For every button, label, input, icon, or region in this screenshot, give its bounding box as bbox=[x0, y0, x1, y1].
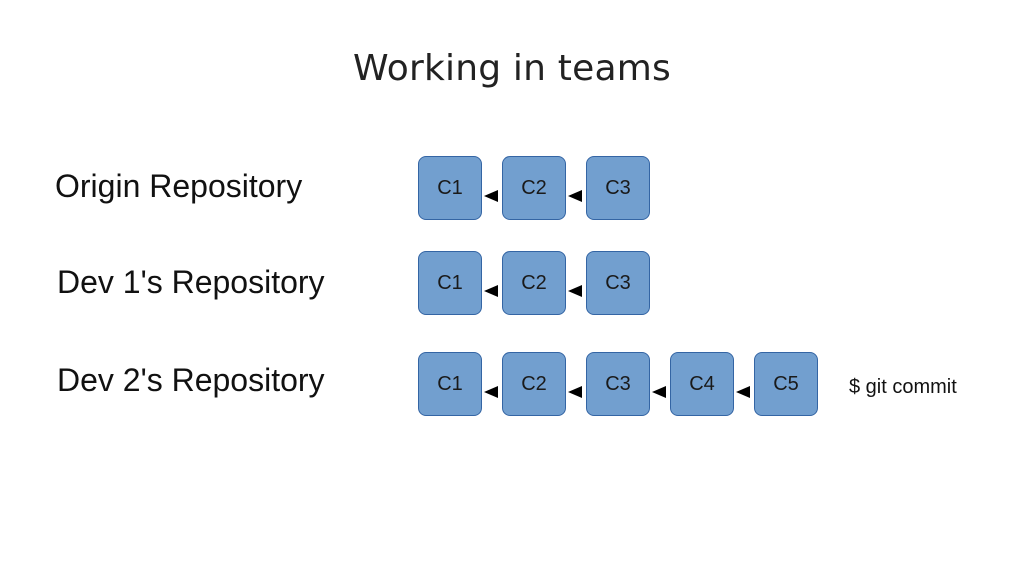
commit-chain-origin: C1 C2 C3 bbox=[418, 156, 650, 220]
commit-node: C1 bbox=[418, 352, 482, 416]
commit-chain-dev2: C1 C2 C3 C4 C5 bbox=[418, 352, 818, 416]
parent-arrow bbox=[482, 352, 502, 416]
commit-node: C2 bbox=[502, 156, 566, 220]
commit-node: C4 bbox=[670, 352, 734, 416]
repo-label-dev2: Dev 2's Repository bbox=[57, 362, 325, 398]
repo-label-dev1: Dev 1's Repository bbox=[57, 264, 325, 300]
parent-arrow bbox=[482, 251, 502, 315]
parent-arrow bbox=[566, 352, 586, 416]
repo-label-origin: Origin Repository bbox=[55, 168, 303, 204]
commit-node: C2 bbox=[502, 251, 566, 315]
commit-node: C5 bbox=[754, 352, 818, 416]
git-command-text: $ git commit bbox=[849, 376, 957, 398]
commit-node: C2 bbox=[502, 352, 566, 416]
slide-title: Working in teams bbox=[353, 48, 671, 89]
parent-arrow bbox=[650, 352, 670, 416]
parent-arrow bbox=[482, 156, 502, 220]
commit-chain-dev1: C1 C2 C3 bbox=[418, 251, 650, 315]
commit-node: C1 bbox=[418, 251, 482, 315]
parent-arrow bbox=[566, 156, 586, 220]
commit-node: C3 bbox=[586, 352, 650, 416]
parent-arrow bbox=[566, 251, 586, 315]
commit-node: C3 bbox=[586, 251, 650, 315]
commit-node: C1 bbox=[418, 156, 482, 220]
commit-node: C3 bbox=[586, 156, 650, 220]
parent-arrow bbox=[734, 352, 754, 416]
